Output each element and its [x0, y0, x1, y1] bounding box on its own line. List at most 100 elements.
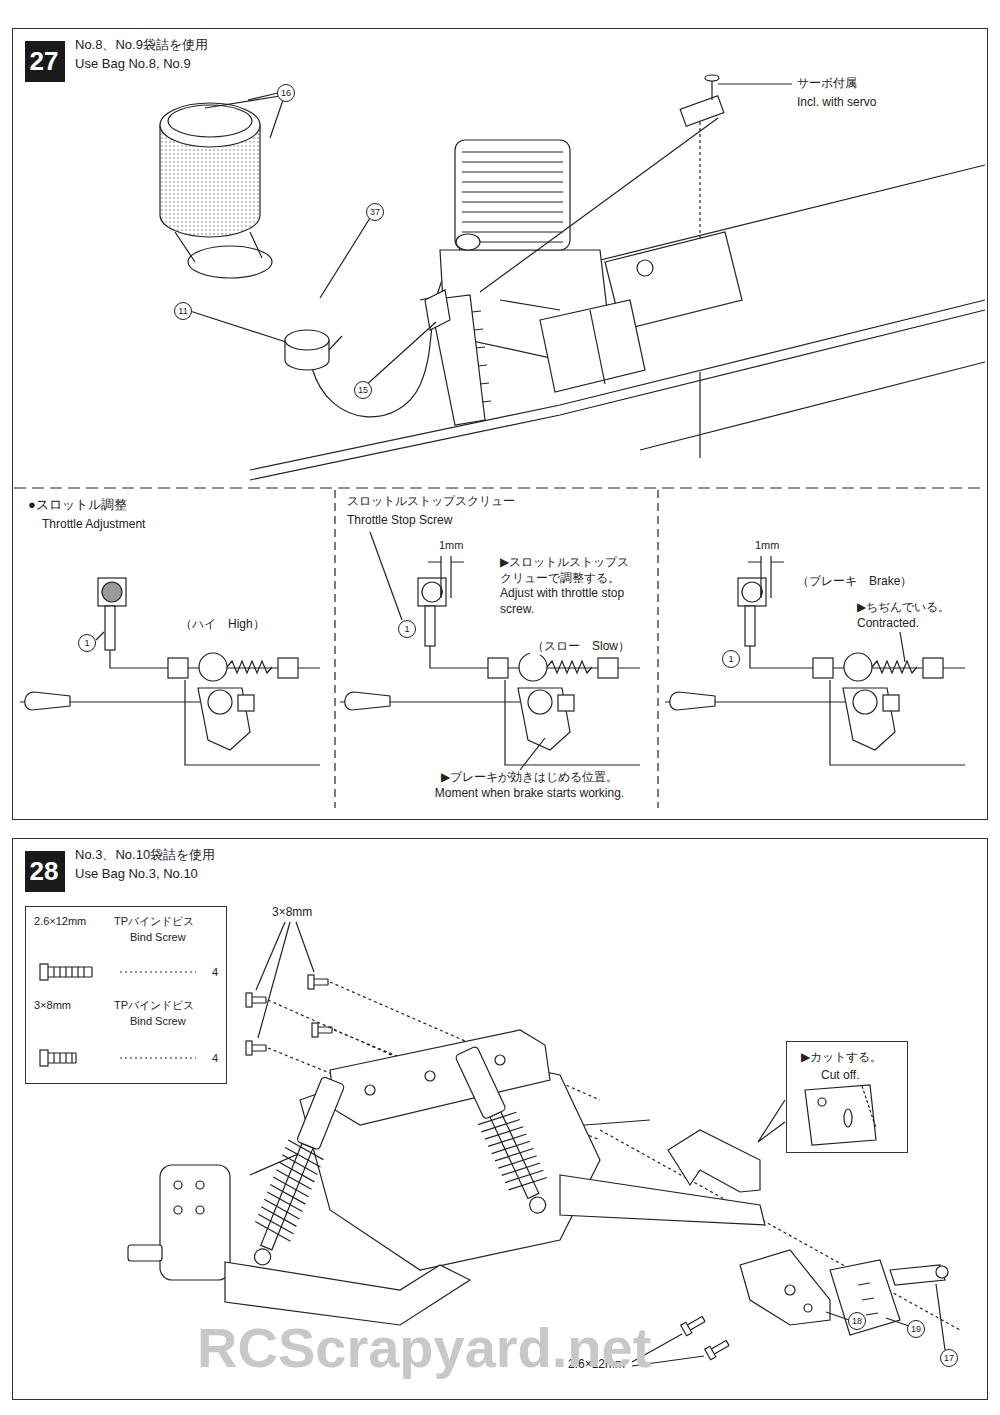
rear-suspension-drawing: [296, 1076, 344, 1150]
dimension: 1mm: [437, 538, 465, 552]
wing-mount-parts: [936, 1266, 948, 1278]
screws-3x8: [246, 975, 332, 1055]
linkage-drawing: [680, 96, 724, 127]
chassis-drawing: [250, 165, 985, 480]
throttle-linkage-slow: [428, 556, 464, 598]
screws-3x8: [252, 997, 266, 1003]
rear-suspension-drawing: [455, 1046, 506, 1120]
parts-list-box: 2.6×12mmTPバインドビスBind Screw43×8mmTPバインドビス…: [25, 906, 227, 1084]
cut-off-detail: [758, 1100, 785, 1142]
engine-drawing: [455, 140, 570, 250]
linkage-drawing: [699, 122, 700, 250]
throttle-linkage-slow: [422, 582, 442, 602]
air-filter-drawing: [160, 103, 260, 147]
chassis-drawing: [640, 362, 985, 458]
throttle-linkage-slow: [340, 653, 640, 765]
engine-drawing: [456, 234, 480, 250]
engine-drawing: [462, 152, 563, 242]
throttle-linkage-high: [98, 578, 126, 606]
cut-off-detail: [844, 1109, 852, 1127]
throttle-linkage-brake: [900, 632, 905, 662]
assembly-guide: [256, 922, 314, 1038]
throttle-linkage-brake: [665, 653, 965, 765]
box-text: TPバインドビス: [114, 915, 194, 929]
leader-line: [718, 83, 792, 84]
throttle-linkage-brake: [738, 578, 766, 606]
wing-mount-parts: [804, 1304, 812, 1312]
callout-number: 11: [174, 302, 192, 320]
section-heading: Throttle Adjustment: [40, 517, 147, 533]
box-text: ▶カットする。: [801, 1050, 882, 1065]
screw-symbol: [120, 971, 196, 972]
box-text: 3×8mm: [34, 999, 71, 1013]
callout-number: 19: [907, 1320, 925, 1338]
throttle-linkage-brake: [665, 556, 965, 765]
note-text: サーボ付属: [795, 76, 859, 92]
screws-3x8: [308, 975, 328, 989]
throttle-linkage-high: [96, 632, 104, 640]
leader-line: [190, 311, 286, 342]
callout-number: 16: [277, 84, 295, 102]
throttle-linkage-high: [110, 650, 150, 668]
leader-line: [190, 84, 792, 387]
screw-symbol: [120, 1057, 196, 1058]
callout-number: 1: [722, 650, 740, 668]
callout-number: 17: [940, 1349, 958, 1367]
air-filter-drawing: [329, 336, 342, 350]
linkage-drawing: [711, 80, 712, 100]
linkage-drawing: [500, 300, 560, 310]
rear-suspension-drawing: [495, 1055, 505, 1065]
callout-number: 1: [398, 620, 416, 638]
screw-symbol: [40, 964, 48, 980]
rear-suspension-drawing: [128, 1030, 765, 1325]
throttle-linkage-brake: [745, 606, 755, 646]
state-label: （ブレーキ Brake）: [795, 574, 914, 590]
throttle-linkage-slow: [418, 578, 446, 606]
air-filter-drawing: [285, 330, 329, 350]
instruction-note: ▶ブレーキが効きはじめる位置。 Moment when brake starts…: [420, 770, 639, 801]
panel-divider: [335, 490, 658, 808]
bag-note: No.8、No.9袋詰を使用: [75, 37, 208, 53]
box-text: Bind Screw: [130, 931, 186, 945]
screws-2.6x12: [711, 1340, 729, 1354]
servo-drawing: [637, 260, 653, 276]
rear-suspension-drawing: [330, 1030, 550, 1125]
throttle-linkage-slow: [425, 606, 435, 646]
screws-3x8: [246, 1041, 266, 1055]
throttle-linkage-high: [105, 606, 115, 650]
rear-suspension-drawing: [425, 1071, 435, 1081]
throttle-linkage-brake: [750, 646, 795, 668]
step-number-text: 28: [25, 855, 63, 888]
screws-2.6x12: [681, 1322, 692, 1335]
box-text: Cut off.: [821, 1068, 859, 1083]
screws-2.6x12: [705, 1338, 731, 1360]
screw-symbol: [40, 1050, 48, 1066]
screws-3x8: [252, 1045, 266, 1051]
bag-note: Use Bag No.8, No.9: [75, 56, 191, 72]
air-filter-drawing: [160, 103, 342, 370]
screws-2.6x12: [681, 1314, 707, 1336]
dimension: 1mm: [753, 538, 781, 552]
leader-line: [320, 218, 370, 298]
receiver-drawing: [540, 300, 645, 392]
brake-drawing: [472, 311, 491, 402]
wing-mount-parts: [668, 1130, 948, 1350]
wing-mount-parts: [740, 1250, 830, 1325]
screws-3x8: [246, 993, 252, 1007]
step-number: 28: [25, 851, 65, 892]
screws-3x8: [312, 1023, 332, 1037]
callout-number: 37: [366, 203, 384, 221]
step-panel: No.8、No.9袋詰を使用Use Bag No.8, No.927: [12, 28, 988, 820]
wing-mount-parts: [668, 1130, 760, 1192]
throttle-linkage-brake: [748, 556, 784, 598]
screw-symbol: [48, 967, 92, 977]
rear-suspension-drawing: [252, 1246, 273, 1267]
rear-suspension-drawing: [261, 1143, 313, 1249]
instruction-note: ▶スロットルストップス クリューで調整する。 Adjust with throt…: [498, 555, 642, 617]
throttle-linkage-high: [20, 578, 320, 765]
air-filter-drawing: [188, 246, 272, 278]
screws-3x8: [312, 1023, 318, 1037]
cut-off-detail: [818, 1098, 826, 1106]
cut-off-detail: [862, 1086, 876, 1128]
